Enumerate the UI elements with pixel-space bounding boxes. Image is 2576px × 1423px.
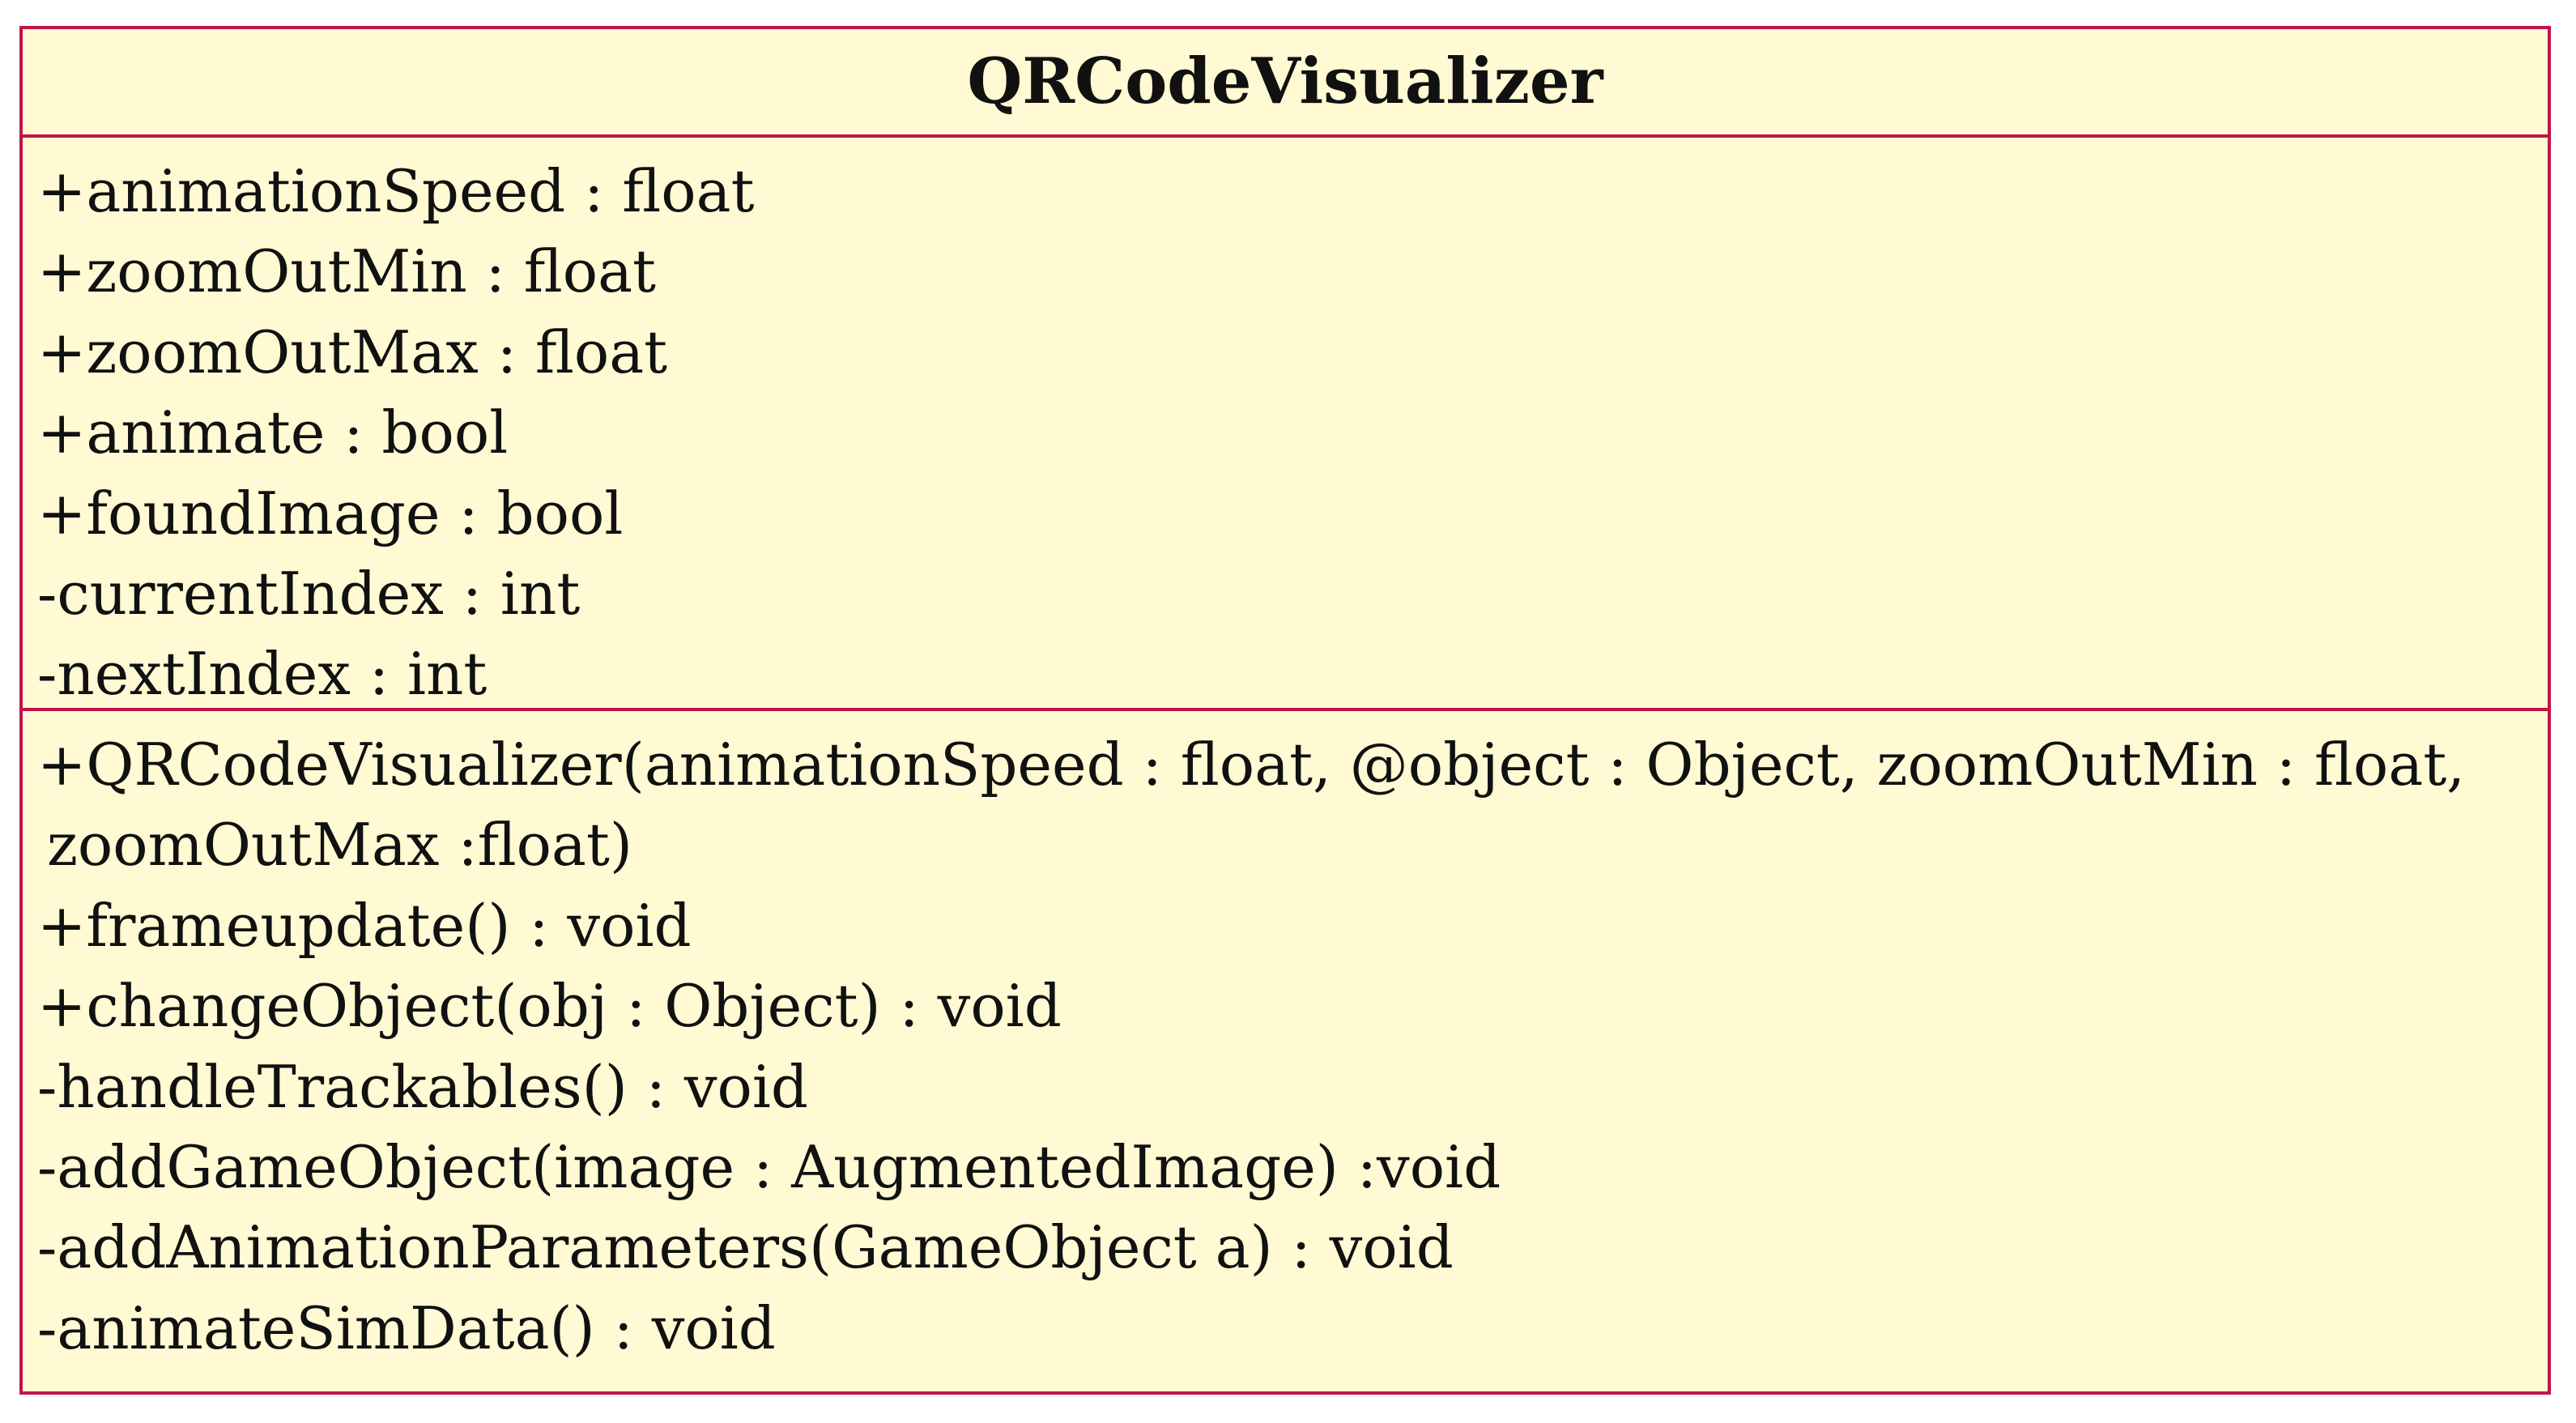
operation-constructor-continuation: zoomOutMax :float) bbox=[47, 811, 632, 880]
attribute-found-image: +foundImage : bool bbox=[37, 479, 624, 547]
class-name: QRCodeVisualizer bbox=[23, 29, 2548, 138]
attribute-next-index: -nextIndex : int bbox=[37, 640, 488, 709]
attribute-animate: +animate : bool bbox=[37, 398, 509, 467]
uml-class-box: QRCodeVisualizer +animationSpeed : float… bbox=[19, 26, 2551, 1395]
operation-add-animation-parameters: -addAnimationParameters(GameObject a) : … bbox=[37, 1213, 1454, 1282]
operations-compartment: +QRCodeVisualizer(animationSpeed : float… bbox=[23, 711, 2548, 1369]
operation-animate-sim-data: -animateSimData() : void bbox=[37, 1293, 776, 1362]
attribute-zoom-out-min: +zoomOutMin : float bbox=[37, 237, 656, 306]
attributes-compartment: +animationSpeed : float +zoomOutMin : fl… bbox=[23, 138, 2548, 711]
attribute-zoom-out-max: +zoomOutMax : float bbox=[37, 317, 668, 386]
attribute-current-index: -currentIndex : int bbox=[37, 559, 581, 628]
operation-change-object: +changeObject(obj : Object) : void bbox=[37, 972, 1062, 1041]
attribute-animation-speed: +animationSpeed : float bbox=[37, 157, 755, 225]
operation-handle-trackables: -handleTrackables() : void bbox=[37, 1052, 808, 1121]
operation-frame-update: +frameupdate() : void bbox=[37, 891, 692, 960]
operation-add-game-object: -addGameObject(image : AugmentedImage) :… bbox=[37, 1132, 1501, 1201]
operation-constructor: +QRCodeVisualizer(animationSpeed : float… bbox=[37, 731, 2466, 799]
